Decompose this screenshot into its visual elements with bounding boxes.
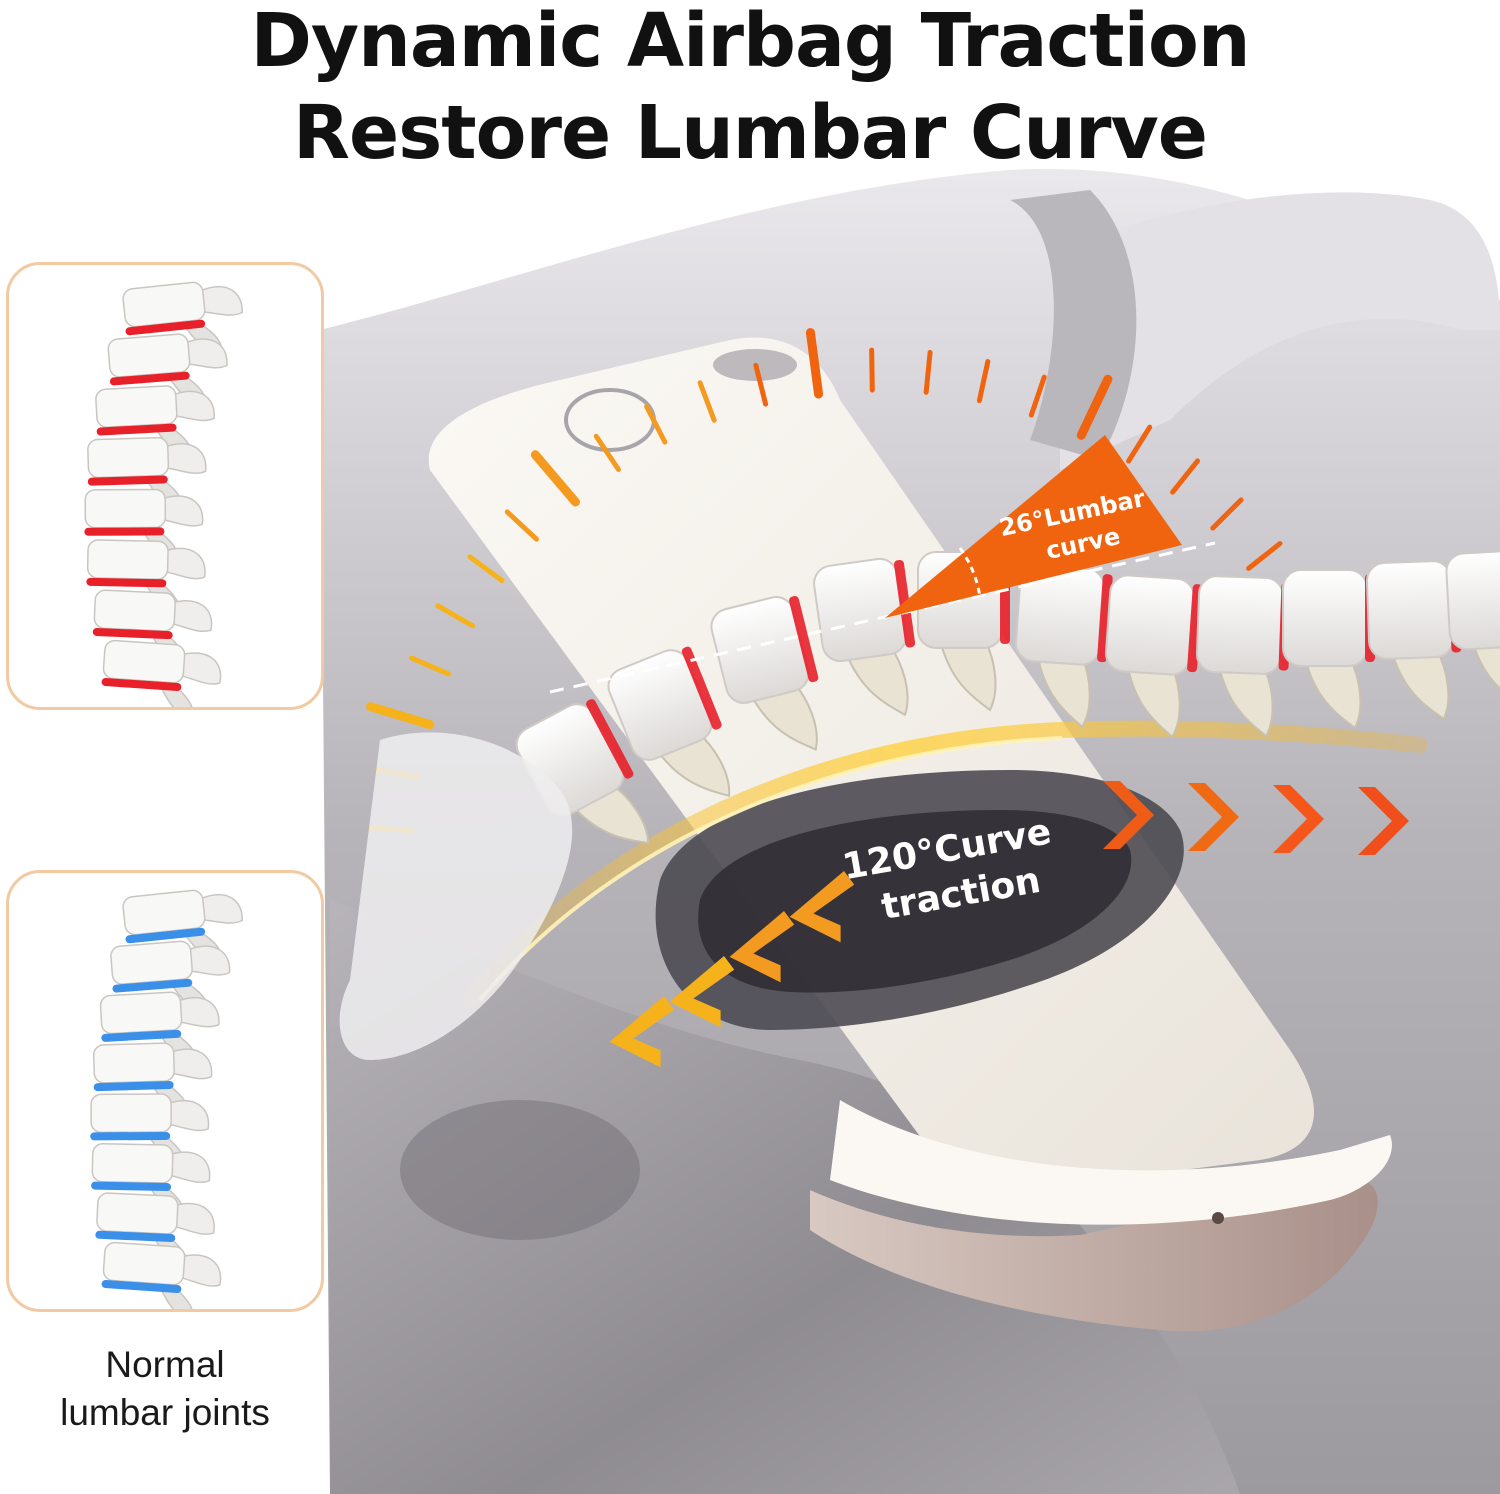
gauge-tick bbox=[1210, 497, 1244, 531]
spinal-disc bbox=[1097, 574, 1113, 663]
chevron-arrow-icon bbox=[669, 956, 735, 1028]
compressed-spine-icon bbox=[84, 281, 243, 707]
spinal-disc bbox=[101, 1280, 182, 1294]
shadow-spot bbox=[400, 1100, 640, 1240]
chevron-arrow-icon bbox=[1188, 783, 1239, 851]
gauge-tick bbox=[409, 655, 451, 677]
pelvis-shape bbox=[339, 732, 573, 1060]
gauge-tick bbox=[435, 603, 476, 629]
gauge-tick bbox=[923, 349, 933, 395]
spinal-disc bbox=[125, 319, 206, 336]
gauge-tick bbox=[593, 433, 621, 472]
spinal-disc bbox=[96, 423, 177, 436]
headline-line-2: Restore Lumbar Curve bbox=[293, 90, 1208, 176]
vertebra bbox=[101, 639, 222, 707]
chevron-arrow-icon bbox=[1103, 781, 1154, 849]
spinal-disc bbox=[87, 475, 168, 486]
vertebra bbox=[1282, 569, 1375, 730]
chevron-arrow-icon bbox=[609, 996, 675, 1068]
vertebra bbox=[92, 1042, 213, 1119]
spinal-disc bbox=[84, 527, 165, 536]
gauge-tick bbox=[467, 554, 505, 584]
gauge-tick bbox=[976, 359, 991, 404]
lumbar-angle-wedge bbox=[885, 435, 1182, 618]
normal-joints-caption-line-2: lumbar joints bbox=[60, 1392, 270, 1433]
gauge-tick bbox=[805, 328, 824, 399]
vertebra bbox=[87, 436, 207, 513]
spinal-disc bbox=[86, 577, 167, 588]
chevron-arrow-icon bbox=[1273, 785, 1324, 853]
chevron-arrow-icon bbox=[789, 871, 855, 943]
chevron-arrow-icon bbox=[729, 911, 795, 983]
gauge-tick bbox=[753, 362, 769, 407]
spinal-disc bbox=[101, 1029, 182, 1042]
normal-joints-caption-line-1: Normal bbox=[105, 1344, 225, 1385]
spinal-disc bbox=[789, 596, 819, 683]
spinal-disc bbox=[95, 1230, 176, 1243]
compressed-spine-panel bbox=[6, 262, 324, 710]
spinal-disc bbox=[681, 646, 722, 730]
vertebra bbox=[92, 589, 213, 670]
gauge-tick bbox=[504, 509, 540, 542]
device-port-icon bbox=[1212, 1212, 1224, 1224]
vertebra bbox=[1104, 574, 1203, 739]
headline-line-1: Dynamic Airbag Traction bbox=[250, 0, 1250, 84]
spinal-disc bbox=[109, 371, 190, 386]
vertebra bbox=[710, 596, 819, 751]
lower-body-shape bbox=[330, 900, 1240, 1494]
traction-glow-arc bbox=[462, 720, 1428, 1008]
gauge-tick bbox=[1246, 541, 1283, 571]
spinal-disc bbox=[125, 927, 206, 944]
spinal-disc bbox=[112, 978, 193, 993]
gauge-tick bbox=[1028, 374, 1047, 418]
gauge-tick bbox=[869, 347, 875, 393]
vertebra bbox=[1014, 564, 1113, 729]
vertebra bbox=[813, 557, 916, 717]
vertebra bbox=[95, 385, 215, 461]
gauge-tick bbox=[366, 702, 435, 730]
vertebra bbox=[607, 646, 731, 798]
vertebra bbox=[101, 1241, 222, 1309]
gauge-tick bbox=[1126, 424, 1153, 464]
normal-spine-panel bbox=[6, 870, 324, 1312]
spinal-disc bbox=[92, 627, 173, 640]
gauge-tick bbox=[530, 450, 580, 507]
vertebra bbox=[95, 1192, 215, 1273]
spinal-disc bbox=[91, 1181, 172, 1192]
upper-arm-shape bbox=[1060, 192, 1500, 470]
vertebra bbox=[1195, 575, 1292, 738]
spinal-disc bbox=[101, 678, 182, 692]
vertebra bbox=[122, 281, 243, 356]
device-top-surface bbox=[830, 1100, 1392, 1225]
vertebra bbox=[90, 1093, 210, 1170]
chevron-arrow-icon bbox=[1358, 787, 1409, 855]
gauge-tick bbox=[697, 380, 717, 423]
spinal-disc bbox=[90, 1131, 171, 1141]
gauge-tick bbox=[1170, 458, 1201, 495]
gauge-tick bbox=[644, 404, 668, 445]
spine-reference-line bbox=[549, 541, 1216, 694]
spinal-disc bbox=[586, 699, 634, 779]
inward-traction-arrows bbox=[609, 871, 855, 1068]
normal-spine-icon bbox=[90, 889, 243, 1309]
gauge-tick bbox=[1076, 374, 1113, 440]
spinal-disc bbox=[93, 1080, 174, 1092]
outward-traction-arrows bbox=[1103, 781, 1409, 855]
vertebra bbox=[91, 1142, 211, 1222]
vertebra bbox=[1445, 549, 1500, 710]
airbag-inner bbox=[698, 810, 1132, 993]
